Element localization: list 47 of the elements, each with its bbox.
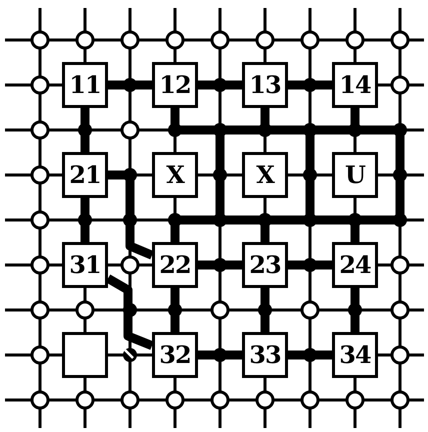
thick-link	[198, 350, 242, 360]
box-number: X	[256, 163, 274, 187]
processor-box	[242, 332, 288, 378]
thick-link	[288, 260, 332, 270]
processor-box	[242, 62, 288, 108]
processor-box	[62, 152, 108, 198]
box-number: 33	[249, 343, 281, 367]
thick-link	[198, 80, 242, 90]
box-number: 13	[249, 73, 281, 97]
thick-link	[350, 288, 360, 332]
box-number: 14	[339, 73, 371, 97]
thick-link	[198, 260, 242, 270]
thick-link	[288, 350, 332, 360]
processor-box	[152, 242, 198, 288]
processor-box	[332, 332, 378, 378]
thick-link	[170, 108, 224, 242]
thick-link	[108, 170, 154, 260]
box-number: X	[166, 163, 184, 187]
box-number: 11	[69, 73, 101, 97]
processor-box	[332, 152, 378, 198]
thick-link	[260, 288, 270, 332]
box-number: 31	[69, 253, 101, 277]
thick-link	[260, 108, 314, 242]
empty-box	[62, 332, 108, 378]
thick-link	[170, 288, 180, 332]
processor-box	[242, 152, 288, 198]
box-number: 23	[249, 253, 281, 277]
box-number: 12	[159, 73, 191, 97]
processor-box	[62, 62, 108, 108]
box-number: U	[345, 163, 365, 187]
processor-box	[62, 242, 108, 288]
box-number: 22	[159, 253, 191, 277]
thick-link	[288, 80, 332, 90]
processor-box	[152, 152, 198, 198]
thick-link	[350, 108, 404, 242]
thick-link	[80, 198, 90, 242]
processor-box	[332, 62, 378, 108]
processor-box	[152, 62, 198, 108]
processor-box	[242, 242, 288, 288]
box-number: 34	[339, 343, 371, 367]
processor-box	[152, 332, 198, 378]
box-number: 21	[69, 163, 101, 187]
thick-link	[108, 80, 152, 90]
processor-box	[332, 242, 378, 288]
box-number: 24	[339, 253, 371, 277]
thick-link	[80, 108, 90, 152]
box-number: 32	[159, 343, 191, 367]
